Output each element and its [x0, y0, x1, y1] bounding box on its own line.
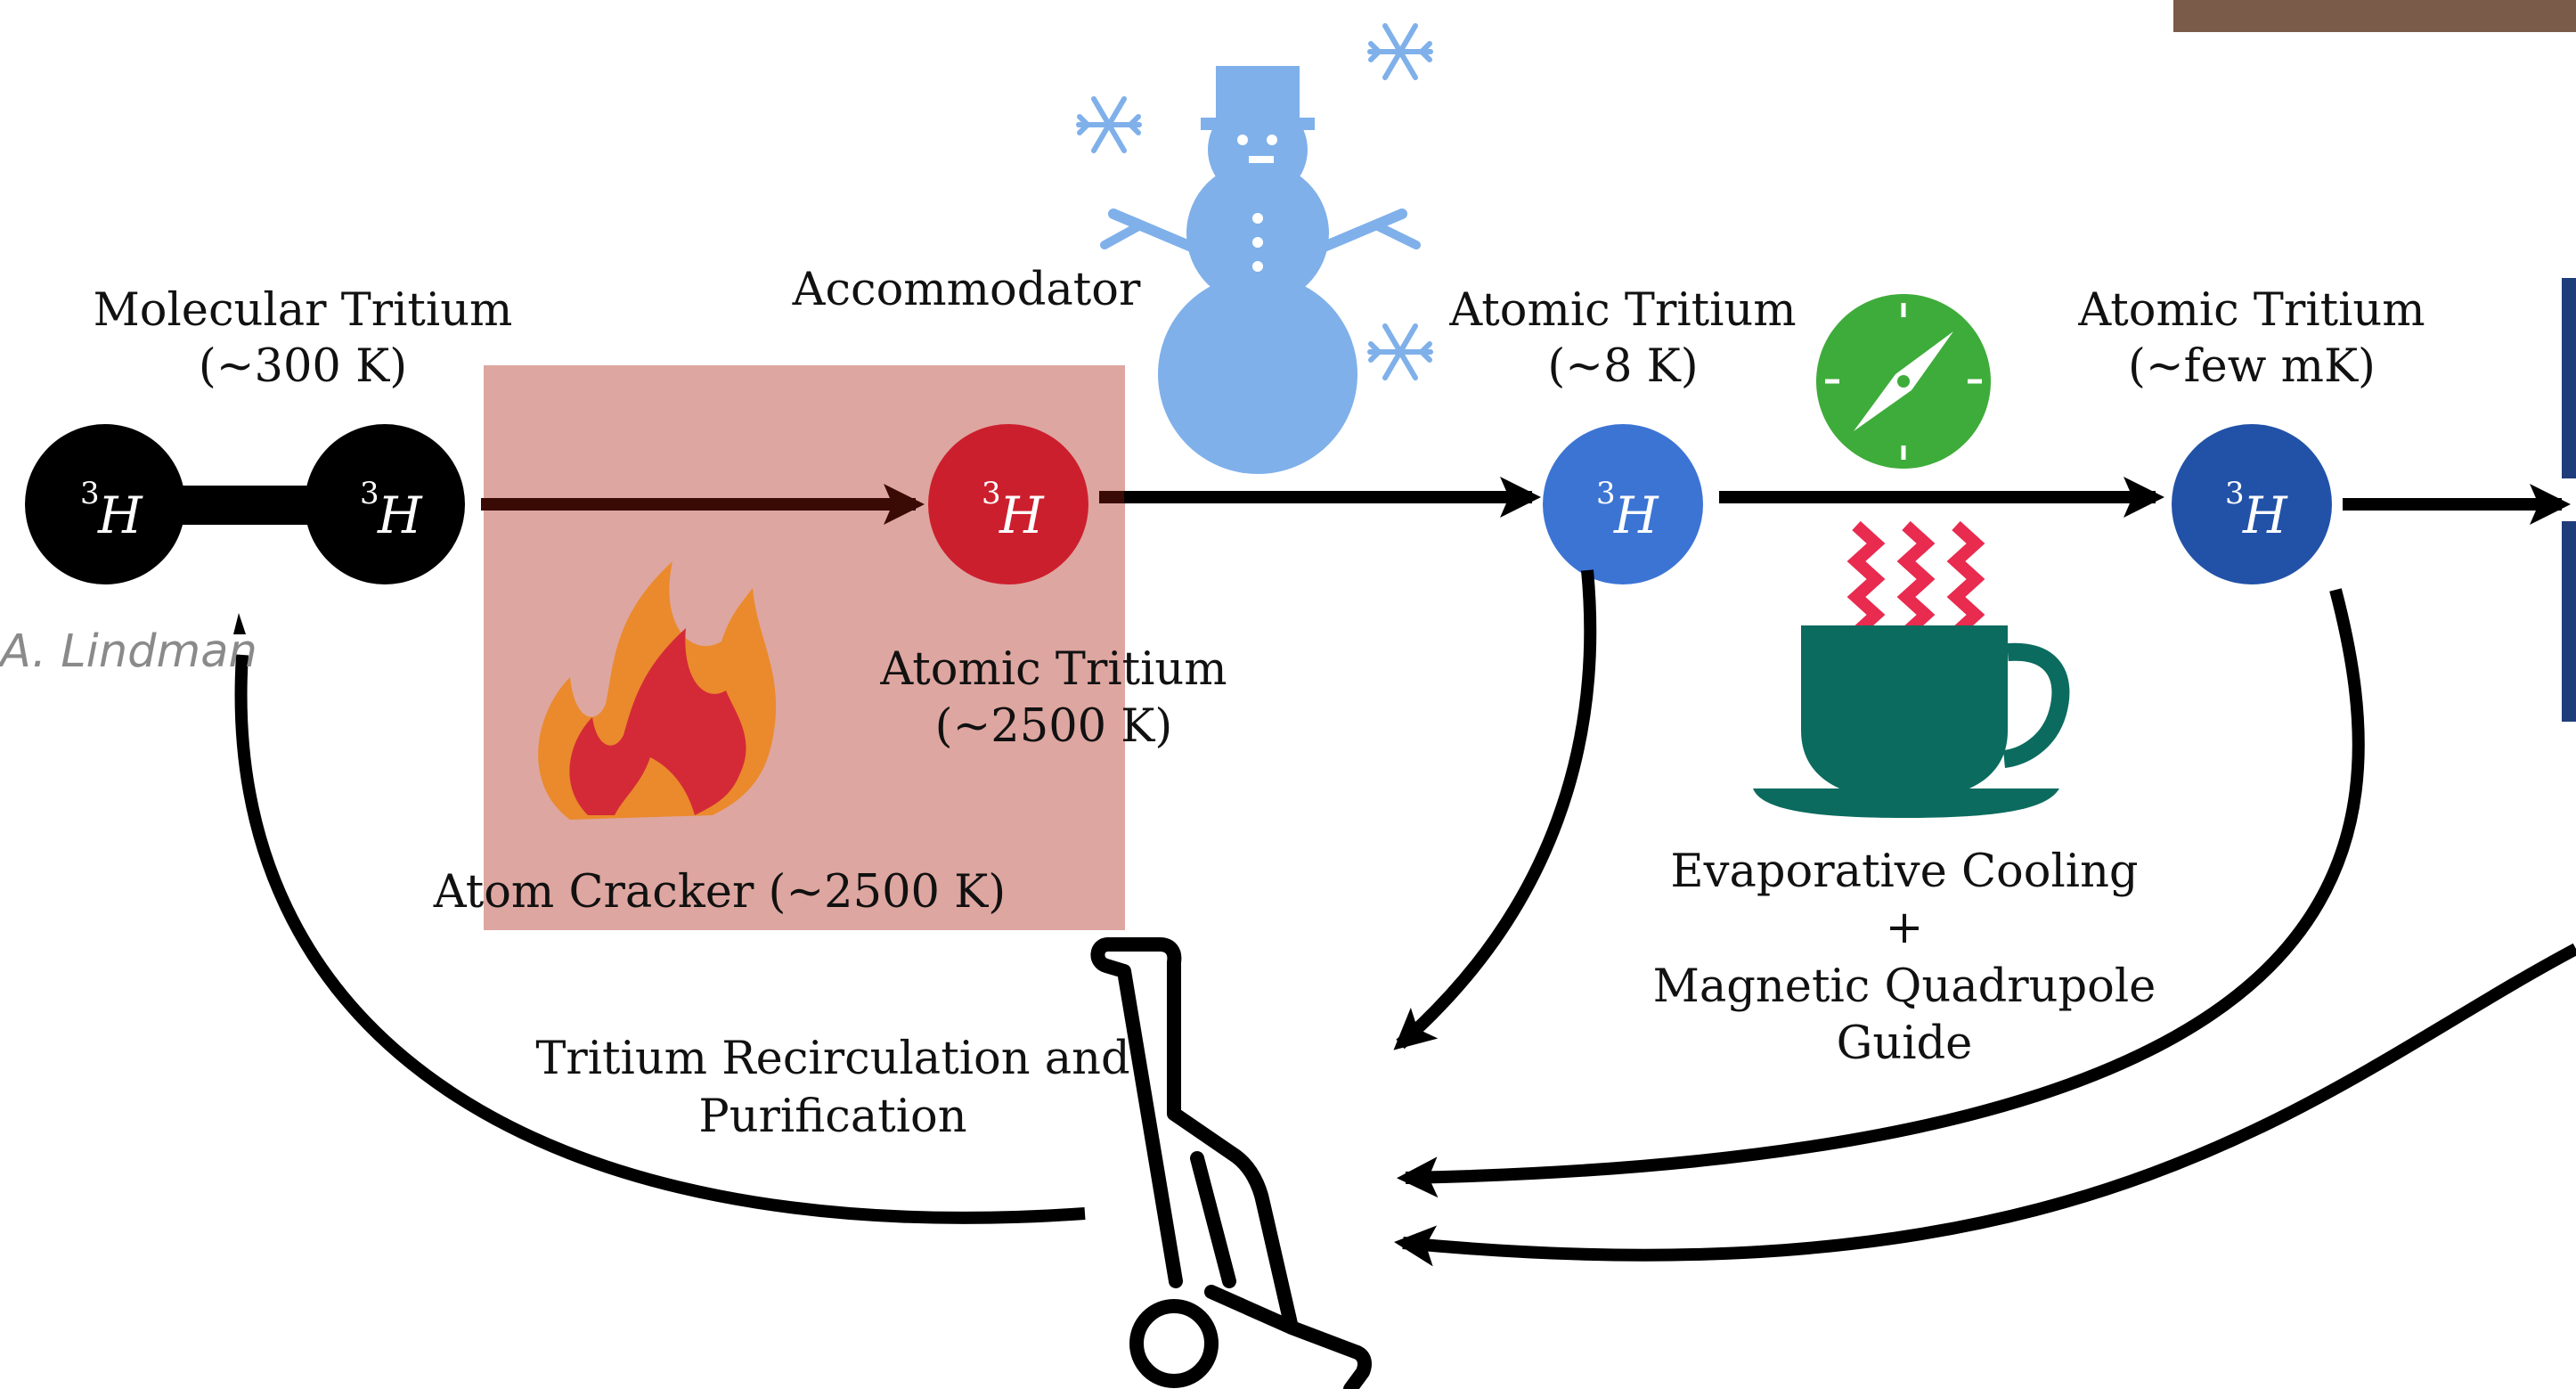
vacuum-cleaner-icon — [1090, 937, 1372, 1389]
snowflake-icon — [1367, 23, 1433, 80]
atomic-tritium-mk-label: Atomic Tritium — [2077, 284, 2425, 337]
atom-superscript: 3 — [80, 476, 100, 511]
snowflake-icon — [1367, 323, 1433, 380]
atom-circle — [928, 424, 1088, 584]
quadrupole-label: Magnetic Quadrupole — [1653, 960, 2156, 1013]
evap-plus: + — [1886, 902, 1924, 954]
detector-panel-upper — [2562, 278, 2576, 478]
atomic-tritium-hot-temp: (~2500 K) — [935, 700, 1173, 753]
return-arrow-mk — [1397, 588, 2365, 1198]
snowman-icon — [1100, 66, 1421, 474]
atom-superscript: 3 — [2225, 476, 2245, 511]
detector-panel-lower — [2562, 521, 2576, 722]
atomic-tritium-hot-label: Atomic Tritium — [879, 643, 1227, 696]
guide-label: Guide — [1837, 1017, 1973, 1070]
molecular-tritium: 3 H 3 H — [25, 424, 465, 584]
atom-symbol: H — [2242, 486, 2288, 545]
atom-circle — [305, 424, 465, 584]
atomic-tritium-8k: 3 H — [1543, 424, 1703, 584]
return-arrowhead — [233, 613, 246, 634]
author-credit: A. Lindman — [0, 625, 257, 678]
compass-icon — [1816, 294, 1991, 469]
photo-fragment — [2173, 0, 2576, 32]
molecular-tritium-label: Molecular Tritium — [94, 284, 513, 337]
snowflake-icon — [1076, 96, 1142, 153]
accommodator-label: Accommodator — [792, 264, 1141, 316]
molecular-bond — [178, 486, 330, 525]
atom-superscript: 3 — [982, 476, 1001, 511]
return-arrow-to-molecular — [234, 654, 1086, 1224]
molecular-tritium-temp: (~300 K) — [199, 340, 407, 393]
return-arrow-experiment — [1394, 943, 2576, 1267]
purification-label: Purification — [698, 1091, 966, 1143]
atom-symbol: H — [999, 486, 1045, 545]
atom-circle — [1543, 424, 1703, 584]
recirculation-label: Tritium Recirculation and — [535, 1033, 1129, 1085]
atom-superscript: 3 — [1596, 476, 1616, 511]
atomic-tritium-mk: 3 H — [2172, 424, 2332, 584]
atomic-tritium-mk-temp: (~few mK) — [2128, 340, 2376, 393]
atomic-tritium-hot: 3 H — [928, 424, 1088, 584]
fire-icon — [538, 561, 777, 820]
return-arrow-8k — [1393, 569, 1597, 1050]
atom-circle — [25, 424, 185, 584]
atomic-tritium-8k-label: Atomic Tritium — [1448, 284, 1796, 337]
atom-symbol: H — [1613, 486, 1659, 545]
evap-cooling-label: Evaporative Cooling — [1670, 846, 2138, 898]
atomic-tritium-8k-temp: (~8 K) — [1547, 340, 1698, 393]
atom-superscript: 3 — [360, 476, 379, 511]
atom-symbol: H — [377, 486, 423, 545]
coffee-cup-icon — [1753, 625, 2070, 818]
atom-circle — [2172, 424, 2332, 584]
atom-symbol: H — [97, 486, 143, 545]
atom-cracker-label: Atom Cracker (~2500 K) — [433, 866, 1006, 919]
